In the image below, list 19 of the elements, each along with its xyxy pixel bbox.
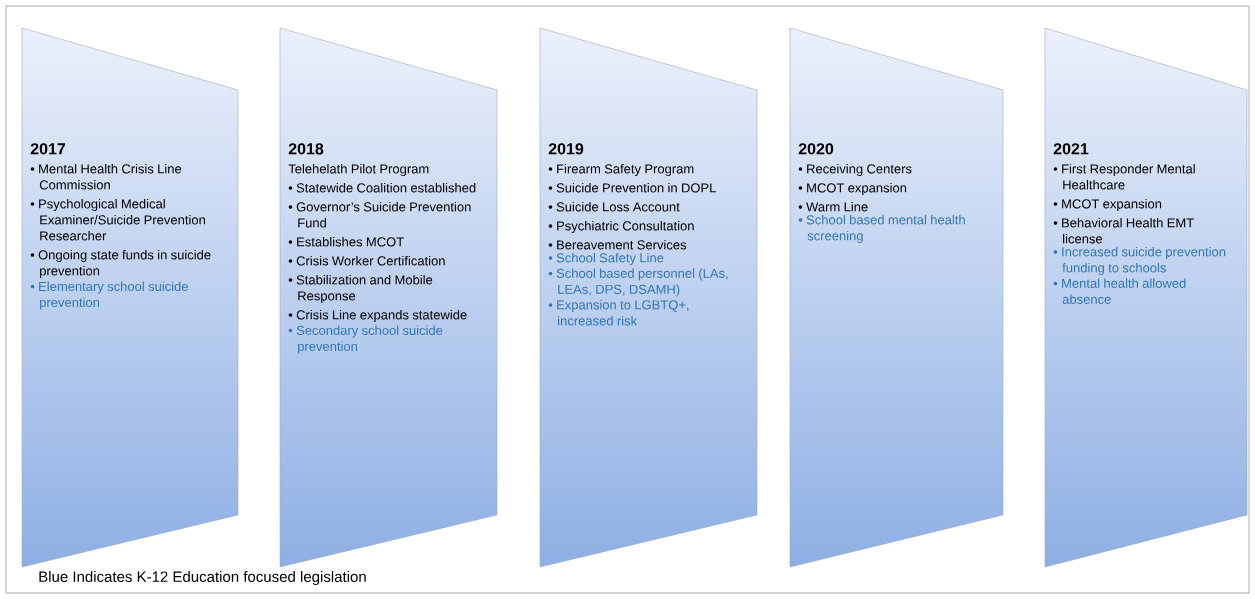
note-text: Blue Indicates K-12 Education focused legislation: [39, 571, 366, 585]
bullet-item: • School Safety Line: [548, 252, 664, 265]
year-column-text: 2018 Telehelath Pilot Program • Statewide Coalition established • Governor’s Suicide Prevention Fund • Establishes MCOT • Crisis Worker Certification • Stabilization and Mobile Response • Crisis Line expands statewide: [288, 143, 476, 323]
year-column-text: 2019 • Firearm Safety Program • Suicide Prevention in DOPL • Suicide Loss Account • Psychiatric Consultation • Bereavement Services: [548, 143, 716, 250]
year-column-text: 2017 • Mental Health Crisis Line Commission • Psychological Medical Examiner/Suicide Prevention Researcher • Ongoing state funds in suicide prevention: [30, 143, 211, 279]
bullet-item: • Mental health allowed absence: [1053, 278, 1186, 304]
chevron-shape: [1044, 27, 1248, 568]
year-column-text: 2021 • First Responder Mental Healthcare • MCOT expansion • Behavioral Health EMT license: [1053, 143, 1195, 244]
chevron-shape: [539, 27, 758, 568]
bullet-item: • Secondary school suicide prevention: [288, 325, 443, 354]
chevron-shape: [279, 27, 498, 568]
chevron-shape: [789, 27, 1004, 568]
year-column-text: 2020 • Receiving Centers • MCOT expansion • Warm Line: [798, 143, 912, 212]
bullet-item: • Expansion to LGBTQ+, increased risk: [548, 299, 689, 326]
bullet-item: • Increased suicide prevention funding to schools: [1053, 246, 1226, 275]
chevron-shape: [21, 27, 239, 568]
bullet-item: • Elementary school suicide prevention: [30, 281, 188, 310]
bullet-item: • School based personnel (LAs, LEAs, DPS, DSAMH): [548, 268, 728, 297]
bullet-item: • School based mental health screening: [798, 214, 965, 243]
